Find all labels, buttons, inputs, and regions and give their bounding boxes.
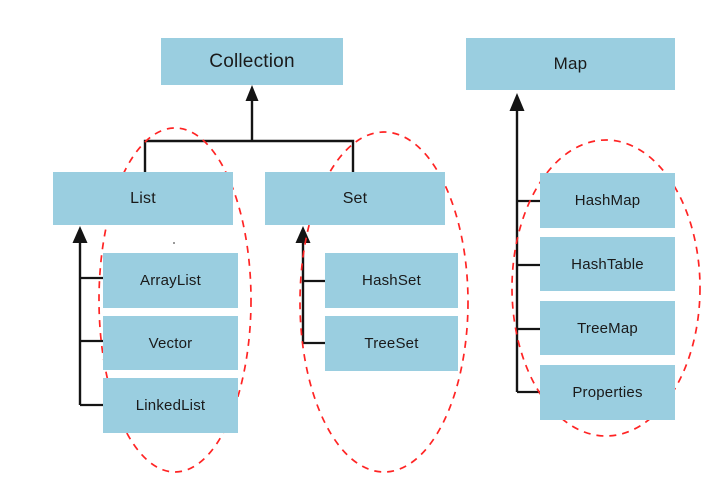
edge-map-implementations bbox=[509, 93, 540, 394]
node-set-label: Set bbox=[342, 189, 368, 207]
arrowhead-to-collection bbox=[245, 85, 259, 101]
node-set[interactable]: Set bbox=[265, 172, 445, 225]
node-treeset[interactable]: TreeSet bbox=[325, 316, 458, 371]
node-treemap[interactable]: TreeMap bbox=[540, 301, 675, 355]
edge-set-implementations bbox=[295, 226, 325, 345]
node-list-label: List bbox=[130, 189, 156, 207]
node-linkedlist-label: LinkedList bbox=[135, 397, 206, 414]
node-treemap-label: TreeMap bbox=[577, 319, 638, 337]
node-hashmap-label: HashMap bbox=[574, 192, 641, 209]
node-vector-label: Vector bbox=[148, 334, 193, 352]
node-arraylist[interactable]: ArrayList bbox=[103, 253, 238, 308]
node-collection-label: Collection bbox=[209, 50, 295, 72]
node-collection[interactable]: Collection bbox=[161, 38, 343, 85]
node-hashtable[interactable]: HashTable bbox=[540, 237, 675, 291]
artifact-speck bbox=[173, 242, 175, 244]
edge-list-implementations bbox=[72, 226, 103, 407]
node-treeset-label: TreeSet bbox=[364, 335, 419, 352]
node-map[interactable]: Map bbox=[466, 38, 675, 90]
arrowhead-to-set bbox=[295, 226, 311, 243]
node-hashmap[interactable]: HashMap bbox=[540, 173, 675, 228]
node-map-label: Map bbox=[553, 54, 588, 73]
node-linkedlist[interactable]: LinkedList bbox=[103, 378, 238, 433]
node-arraylist-label: ArrayList bbox=[140, 272, 201, 289]
node-vector[interactable]: Vector bbox=[103, 316, 238, 370]
arrowhead-to-map bbox=[509, 93, 525, 111]
node-properties[interactable]: Properties bbox=[540, 365, 675, 420]
node-properties-label: Properties bbox=[572, 384, 643, 401]
node-hashset[interactable]: HashSet bbox=[325, 253, 458, 308]
node-hashset-label: HashSet bbox=[362, 272, 421, 289]
node-list[interactable]: List bbox=[53, 172, 233, 225]
arrowhead-to-list bbox=[72, 226, 88, 243]
node-hashtable-label: HashTable bbox=[571, 255, 644, 273]
